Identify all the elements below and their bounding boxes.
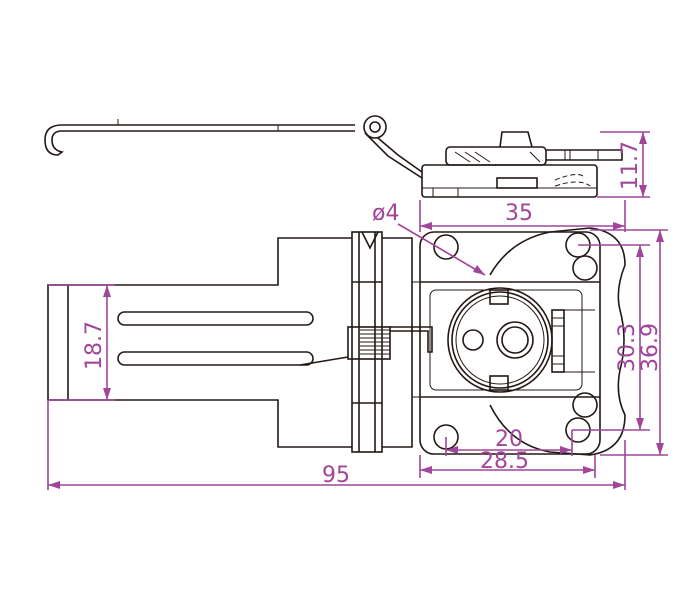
dim-hole-spacing-vertical: 30.3: [615, 323, 640, 372]
dim-plate-width: 35: [505, 201, 533, 226]
dim-hole-diameter: ø4: [372, 201, 399, 226]
dim-hole-spacing-horizontal: 20: [495, 427, 523, 452]
front-view: [47, 227, 626, 456]
dim-plate-length: 28.5: [480, 449, 529, 474]
dim-overall-length: 95: [322, 463, 350, 488]
dimensions: [47, 131, 668, 490]
dim-plate-height: 36.9: [638, 323, 663, 372]
dim-strap-width: 18.7: [82, 321, 107, 370]
dim-height-side: 11.7: [618, 141, 643, 190]
side-view: [44, 115, 623, 198]
